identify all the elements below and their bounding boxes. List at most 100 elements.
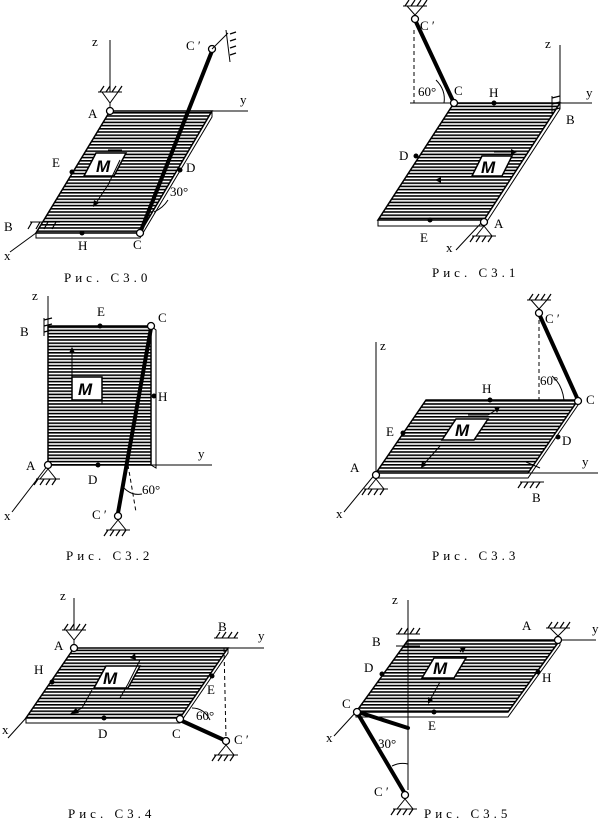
label-m: M [481, 158, 496, 177]
moment-m [82, 149, 128, 207]
label-h: H [158, 389, 167, 404]
moment-m [70, 653, 142, 714]
support-b [517, 461, 544, 489]
caption: Рис. С3.5 [424, 806, 511, 821]
label-c: C [586, 392, 595, 407]
label-h: H [542, 670, 551, 685]
label-z: z [60, 588, 66, 603]
x-axis [7, 717, 27, 739]
label-e: E [386, 424, 394, 439]
caption: Рис. С3.2 [66, 548, 153, 563]
label-m: M [103, 669, 118, 688]
label-x: x [4, 508, 11, 523]
label-e: E [52, 155, 60, 170]
label-z: z [545, 36, 551, 51]
moment-m [421, 407, 500, 468]
label-e: E [207, 682, 215, 697]
support-a [98, 85, 123, 116]
figure-c3-1: z y x A B C C ′ D E H M 60° Рис. С3.1 [376, 0, 593, 280]
moment-m [435, 149, 517, 183]
label-b: B [4, 219, 13, 234]
support-b [396, 627, 421, 647]
label-x: x [326, 730, 333, 745]
support-b [27, 221, 60, 230]
plate [354, 639, 562, 713]
x-axis [9, 232, 37, 253]
rod-cc1 [356, 712, 406, 794]
label-c: C [172, 726, 181, 741]
label-c1: C ′ [186, 38, 201, 53]
label-e: E [97, 304, 105, 319]
rod-cc1 [538, 314, 580, 402]
label-b: B [566, 112, 575, 127]
label-h: H [482, 381, 491, 396]
figure-c3-0: z y x A B C C ′ D E H M 30° Рис. С3.0 [4, 29, 248, 285]
label-b: B [532, 490, 541, 505]
label-h: H [78, 238, 87, 253]
label-c1: C ′ [374, 784, 389, 799]
rod-cc1 [116, 326, 153, 515]
label-y: y [198, 446, 205, 461]
figure-c3-2: z y x A B C C ′ D E H M 60° Рис. С3.2 [4, 288, 212, 563]
label-y: y [592, 621, 599, 636]
label-angle: 60° [196, 708, 214, 723]
moment-m [420, 647, 468, 704]
label-y: y [582, 454, 589, 469]
x-axis [333, 711, 357, 737]
label-angle: 60° [142, 482, 160, 497]
label-b: B [20, 324, 29, 339]
support-b [43, 317, 53, 336]
label-z: z [380, 338, 386, 353]
label-a: A [54, 638, 64, 653]
label-e: E [428, 718, 436, 733]
label-d: D [98, 726, 107, 741]
support-b [551, 95, 561, 114]
label-a: A [522, 618, 532, 633]
rod-cc1 [178, 718, 226, 742]
label-c: C [133, 237, 142, 252]
label-d: D [88, 472, 97, 487]
support-b [214, 631, 239, 639]
caption: Рис. С3.1 [432, 265, 519, 280]
rod-cc1 [414, 20, 456, 105]
label-c1: C ′ [420, 18, 435, 33]
label-c: C [454, 83, 463, 98]
label-c: C [342, 696, 351, 711]
label-z: z [92, 34, 98, 49]
support-c1 [211, 736, 238, 762]
label-angle: 30° [170, 184, 188, 199]
label-m: M [96, 157, 111, 176]
label-c1: C ′ [545, 311, 560, 326]
label-c1: C ′ [234, 732, 249, 747]
label-y: y [258, 628, 265, 643]
label-x: x [4, 248, 11, 263]
support-c1 [390, 790, 417, 816]
label-y: y [586, 85, 593, 100]
label-x: x [446, 240, 453, 255]
label-m: M [455, 421, 470, 440]
support-a [361, 470, 388, 496]
label-c1: C ′ [92, 507, 107, 522]
label-b: B [372, 634, 381, 649]
support-a [469, 217, 496, 243]
label-angle: 30° [378, 736, 396, 751]
support-c1 [527, 293, 552, 318]
support-c1 [403, 0, 428, 24]
x-axis [343, 472, 377, 513]
label-a: A [88, 106, 98, 121]
label-e: E [420, 230, 428, 245]
rod-cc1 [138, 49, 214, 235]
support-a [62, 623, 87, 653]
rod-c-plate [356, 710, 410, 730]
label-y: y [240, 92, 247, 107]
label-angle: 60° [418, 84, 436, 99]
label-h: H [489, 85, 498, 100]
label-x: x [336, 506, 343, 521]
x-axis [455, 219, 485, 251]
label-m: M [433, 659, 448, 678]
label-m: M [78, 380, 93, 399]
label-d: D [562, 433, 571, 448]
label-x: x [2, 722, 9, 737]
moment-m [69, 347, 103, 404]
